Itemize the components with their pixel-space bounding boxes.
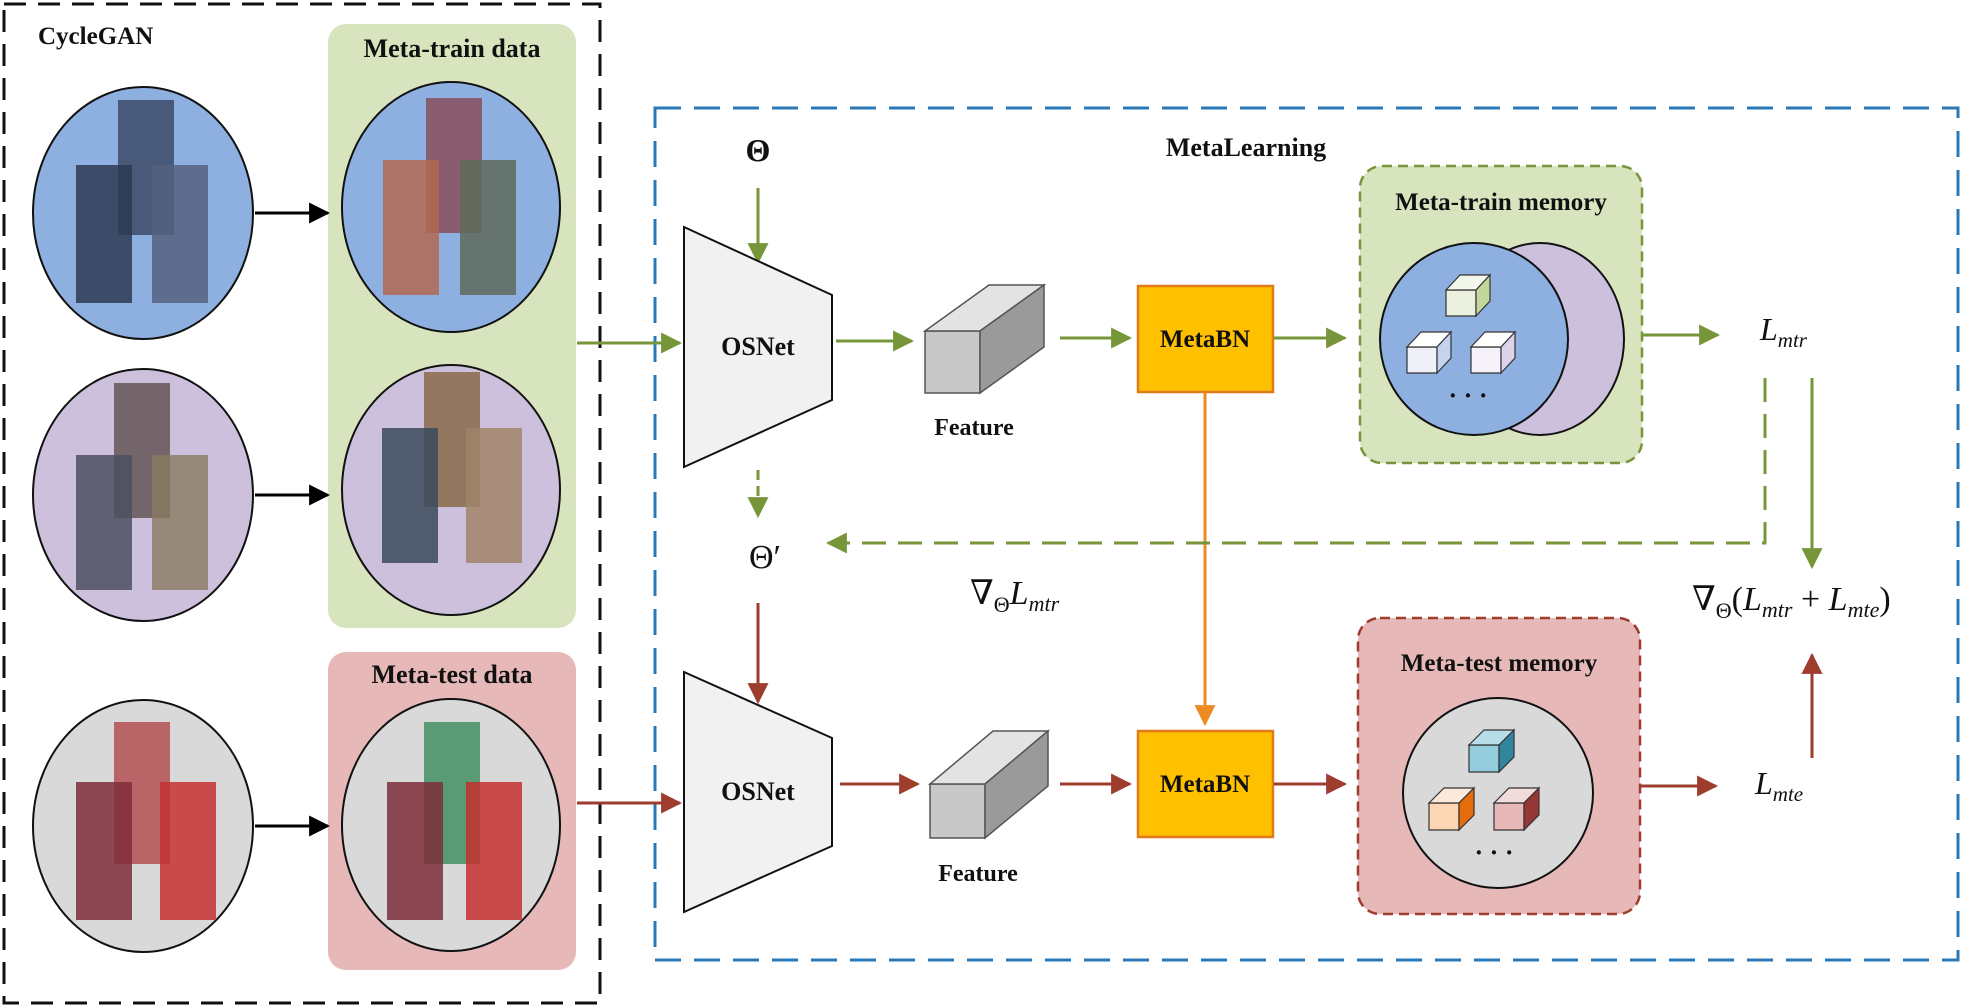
grad-total-L2: L (1828, 581, 1848, 618)
person-image (152, 165, 208, 303)
person-image (466, 428, 522, 563)
feature-top-label: Feature (934, 415, 1014, 441)
source-ellipse-gray (32, 699, 254, 953)
grad-mtr-nabla: ∇ (970, 575, 994, 612)
grad-total-plus: + (1792, 581, 1828, 618)
memory-cube-lilac (1469, 330, 1517, 375)
person-image (466, 782, 522, 920)
memory-circle-gray (1402, 697, 1594, 889)
grad-mtr-sub: Θ (994, 592, 1010, 617)
meta-test-ellipse-gray (341, 698, 561, 952)
metabn-top (1136, 284, 1275, 394)
memory-cube-green (1444, 273, 1492, 318)
feature-bottom-label: Feature (938, 861, 1018, 887)
person-image (383, 160, 439, 295)
grad-total-sub: Θ (1716, 598, 1732, 623)
arrow-gradient-to-theta-prime (825, 378, 1767, 554)
person-image (152, 455, 208, 590)
person-image (382, 428, 438, 563)
loss-mte-sub: mte (1773, 782, 1803, 806)
person-image (387, 782, 443, 920)
osnet-bottom-label: OSNet (721, 777, 795, 806)
memory-cube-teal (1467, 728, 1516, 774)
meta-train-ellipse-purple (341, 364, 561, 616)
loss-mte-L: L (1754, 765, 1773, 801)
loss-mtr: Lmtr (1759, 311, 1808, 352)
memory-cube-rose (1492, 786, 1541, 832)
ellipsis-top: · · · (1448, 381, 1487, 410)
metalearning-label: MetaLearning (1166, 133, 1326, 162)
meta-test-data-label: Meta-test data (372, 660, 533, 689)
meta-train-data-label: Meta-train data (364, 34, 541, 63)
person-image (76, 165, 132, 303)
loss-mte: Lmte (1754, 765, 1803, 806)
person-image (160, 782, 216, 920)
person-image (76, 455, 132, 590)
grad-total-nabla: ∇ (1692, 581, 1716, 618)
cyclegan-frame (2, 2, 602, 1005)
osnet-bottom (683, 670, 833, 914)
cyclegan-label: CycleGAN (38, 23, 153, 50)
grad-mtr-idx: mtr (1029, 591, 1060, 616)
grad-total-idx1: mtr (1762, 597, 1793, 622)
meta-train-memory-label: Meta-train memory (1395, 189, 1607, 216)
feature-cube-top (922, 283, 1047, 395)
grad-total-idx2: mte (1848, 597, 1880, 622)
meta-test-memory-label: Meta-test memory (1401, 650, 1598, 677)
metabn-top-label: MetaBN (1160, 326, 1250, 353)
person-image (460, 160, 516, 295)
ellipsis-bottom: · · · (1474, 838, 1513, 867)
metalearning-frame (653, 106, 1960, 962)
memory-cube-orange (1427, 786, 1476, 832)
meta-train-ellipse-blue (341, 81, 561, 333)
grad-total-close: ) (1879, 581, 1890, 618)
gradient-mtr-label: ∇ΘLmtr (970, 575, 1060, 617)
loss-mtr-L: L (1759, 311, 1778, 347)
person-image (76, 782, 132, 920)
feature-cube-bottom (927, 729, 1051, 840)
loss-mtr-sub: mtr (1778, 328, 1808, 352)
grad-total-open: ( (1732, 581, 1743, 618)
osnet-top-label: OSNet (721, 332, 795, 361)
metabn-bottom (1136, 729, 1275, 839)
theta-prime-symbol: Θ′ (749, 539, 781, 576)
theta-symbol: Θ (746, 132, 771, 168)
grad-mtr-L: L (1009, 575, 1029, 612)
gradient-total-label: ∇Θ(Lmtr + Lmte) (1692, 581, 1891, 623)
metabn-bottom-label: MetaBN (1160, 771, 1250, 798)
memory-cube-blue (1405, 330, 1453, 375)
source-ellipse-purple (32, 368, 254, 622)
osnet-top (683, 225, 833, 469)
memory-ellipse-blue (1379, 242, 1569, 436)
source-ellipse-blue (32, 86, 254, 340)
grad-total-L1: L (1742, 581, 1762, 618)
